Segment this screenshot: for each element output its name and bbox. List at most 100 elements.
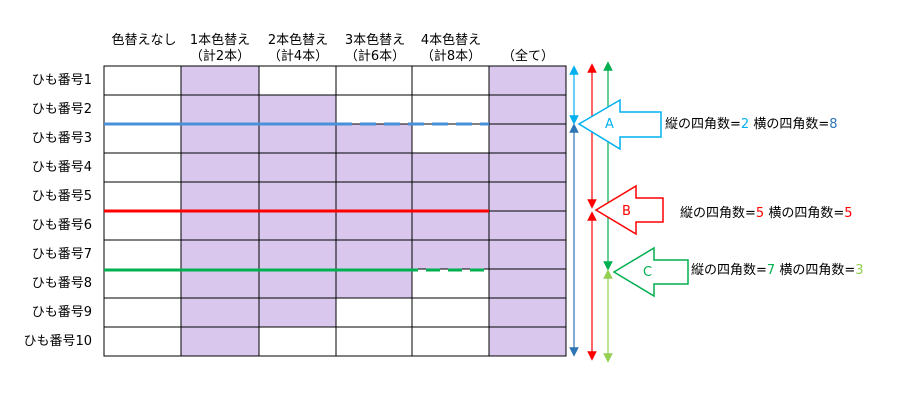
grid-cell: [258, 239, 337, 270]
grid-cells: [103, 65, 567, 357]
grid-cell: [103, 297, 182, 328]
grid-cell: [180, 94, 260, 125]
grid-cell: [258, 326, 337, 357]
grid-cell: [335, 210, 413, 241]
column-header-line1: 4本色替え: [420, 33, 482, 48]
row-label-9: ひも番号9: [31, 305, 92, 320]
column-header-1: 1本色替え （計2本）: [181, 33, 259, 65]
grid-cell: [335, 152, 413, 183]
note-b-v2: 5: [844, 206, 853, 221]
grid-cell: [180, 65, 260, 96]
grid-cell: [488, 297, 567, 328]
column-header-line1: 3本色替え: [344, 33, 406, 48]
grid-cell: [180, 297, 260, 328]
grid-cell: [258, 65, 337, 96]
grid-cell: [103, 239, 182, 270]
grid-cell: [411, 239, 490, 270]
grid-cell: [180, 152, 260, 183]
note-b-prefix: 縦の四角数=: [680, 206, 756, 221]
grid-cell: [411, 268, 490, 299]
note-a: 縦の四角数=2 横の四角数=8: [665, 117, 838, 133]
grid-cell: [488, 152, 567, 183]
note-b-v1: 5: [755, 206, 765, 221]
note-b-mid: 横の四角数=: [764, 206, 845, 221]
grid-cell: [411, 210, 490, 241]
note-c-v1: 7: [766, 263, 776, 278]
grid-cell: [411, 326, 490, 357]
grid-cell: [103, 268, 182, 299]
row-label-7: ひも番号7: [31, 247, 92, 262]
row-label-5: ひも番号5: [31, 189, 92, 204]
grid-cell: [488, 210, 567, 241]
grid-cell: [180, 239, 260, 270]
row-label-3: ひも番号3: [31, 131, 92, 146]
grid-cell: [258, 181, 337, 212]
grid-cell: [103, 123, 182, 154]
callout-arrow-c: [612, 246, 689, 298]
column-header-2: 2本色替え （計4本）: [259, 33, 337, 65]
grid-cell: [335, 239, 413, 270]
row-label-4: ひも番号4: [31, 160, 92, 175]
grid-cell: [180, 268, 260, 299]
grid-cell: [411, 123, 490, 154]
note-c-prefix: 縦の四角数=: [691, 263, 767, 278]
grid-cell: [488, 326, 567, 357]
column-header-4: 4本色替え （計8本）: [412, 33, 490, 65]
grid-cell: [335, 94, 413, 125]
grid-cell: [411, 181, 490, 212]
callout-arrow-b: [594, 184, 664, 236]
grid-cell: [180, 123, 260, 154]
callout-letter-c: C: [643, 265, 653, 280]
callout-arrow-a: [577, 98, 662, 151]
grid-cell: [335, 326, 413, 357]
column-header-line2: （計8本）: [420, 49, 482, 64]
grid-cell: [488, 65, 567, 96]
callout-letter-b: B: [622, 204, 631, 219]
note-b: 縦の四角数=5 横の四角数=5: [680, 206, 853, 222]
grid-cell: [258, 152, 337, 183]
grid-cell: [488, 268, 567, 299]
column-header-3: 3本色替え （計6本）: [336, 33, 414, 65]
grid-cell: [335, 65, 413, 96]
grid-cell: [335, 297, 413, 328]
grid-cell: [180, 181, 260, 212]
grid-cell: [258, 268, 337, 299]
column-header-line1: 2本色替え: [267, 33, 329, 48]
row-label-1: ひも番号1: [31, 73, 92, 88]
column-header-5: （全て）: [489, 49, 567, 65]
note-a-prefix: 縦の四角数=: [665, 117, 741, 132]
grid-cell: [103, 326, 182, 357]
grid-cell: [103, 94, 182, 125]
column-header-line2: （計6本）: [344, 49, 406, 64]
column-header-line2: （計2本）: [189, 49, 251, 64]
grid-cell: [258, 123, 337, 154]
row-label-6: ひも番号6: [31, 218, 92, 233]
column-header-line1: 1本色替え: [189, 33, 251, 48]
grid-cell: [411, 65, 490, 96]
grid-cell: [335, 123, 413, 154]
column-header-0: 色替えなし: [105, 33, 183, 49]
grid-cell: [335, 268, 413, 299]
note-a-mid: 横の四角数=: [749, 117, 830, 132]
grid-cell: [411, 297, 490, 328]
grid-cell: [488, 94, 567, 125]
grid-cell: [103, 152, 182, 183]
note-c-v2: 3: [855, 263, 864, 278]
column-header-line2: （全て）: [501, 49, 554, 64]
grid-cell: [103, 210, 182, 241]
grid-cell: [258, 94, 337, 125]
row-label-2: ひも番号2: [31, 102, 92, 117]
grid-cell: [180, 210, 260, 241]
grid-cell: [488, 123, 567, 154]
grid-cell: [335, 181, 413, 212]
grid-cell: [411, 94, 490, 125]
row-label-10: ひも番号10: [23, 334, 92, 349]
column-header-line1: 色替えなし: [111, 33, 177, 48]
note-c-mid: 横の四角数=: [775, 263, 856, 278]
grid-cell: [103, 65, 182, 96]
column-header-line2: （計4本）: [267, 49, 329, 64]
grid-cell: [488, 181, 567, 212]
grid-cell: [258, 297, 337, 328]
note-a-v2: 8: [829, 117, 838, 132]
